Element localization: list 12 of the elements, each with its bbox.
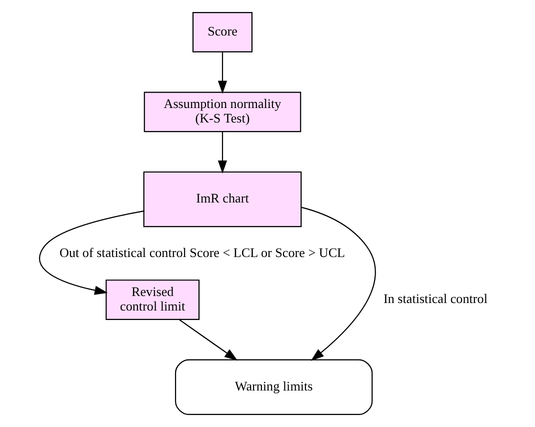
arrow — [300, 206, 376, 361]
node-box: Assumption normality (K-S Test) — [143, 92, 301, 132]
edge-label: Out of statistical control Score < LCL or Score > UCL — [59, 244, 345, 260]
arrow — [178, 319, 238, 361]
node-box: Revised control limit — [105, 280, 200, 320]
node-box: Score — [192, 12, 252, 52]
node-box: ImR chart — [142, 171, 302, 228]
node-box: Warning limits — [174, 359, 372, 415]
arrow — [38, 210, 144, 295]
edge-label: In statistical control — [382, 291, 487, 306]
arrow — [217, 52, 227, 94]
arrow — [217, 132, 227, 174]
